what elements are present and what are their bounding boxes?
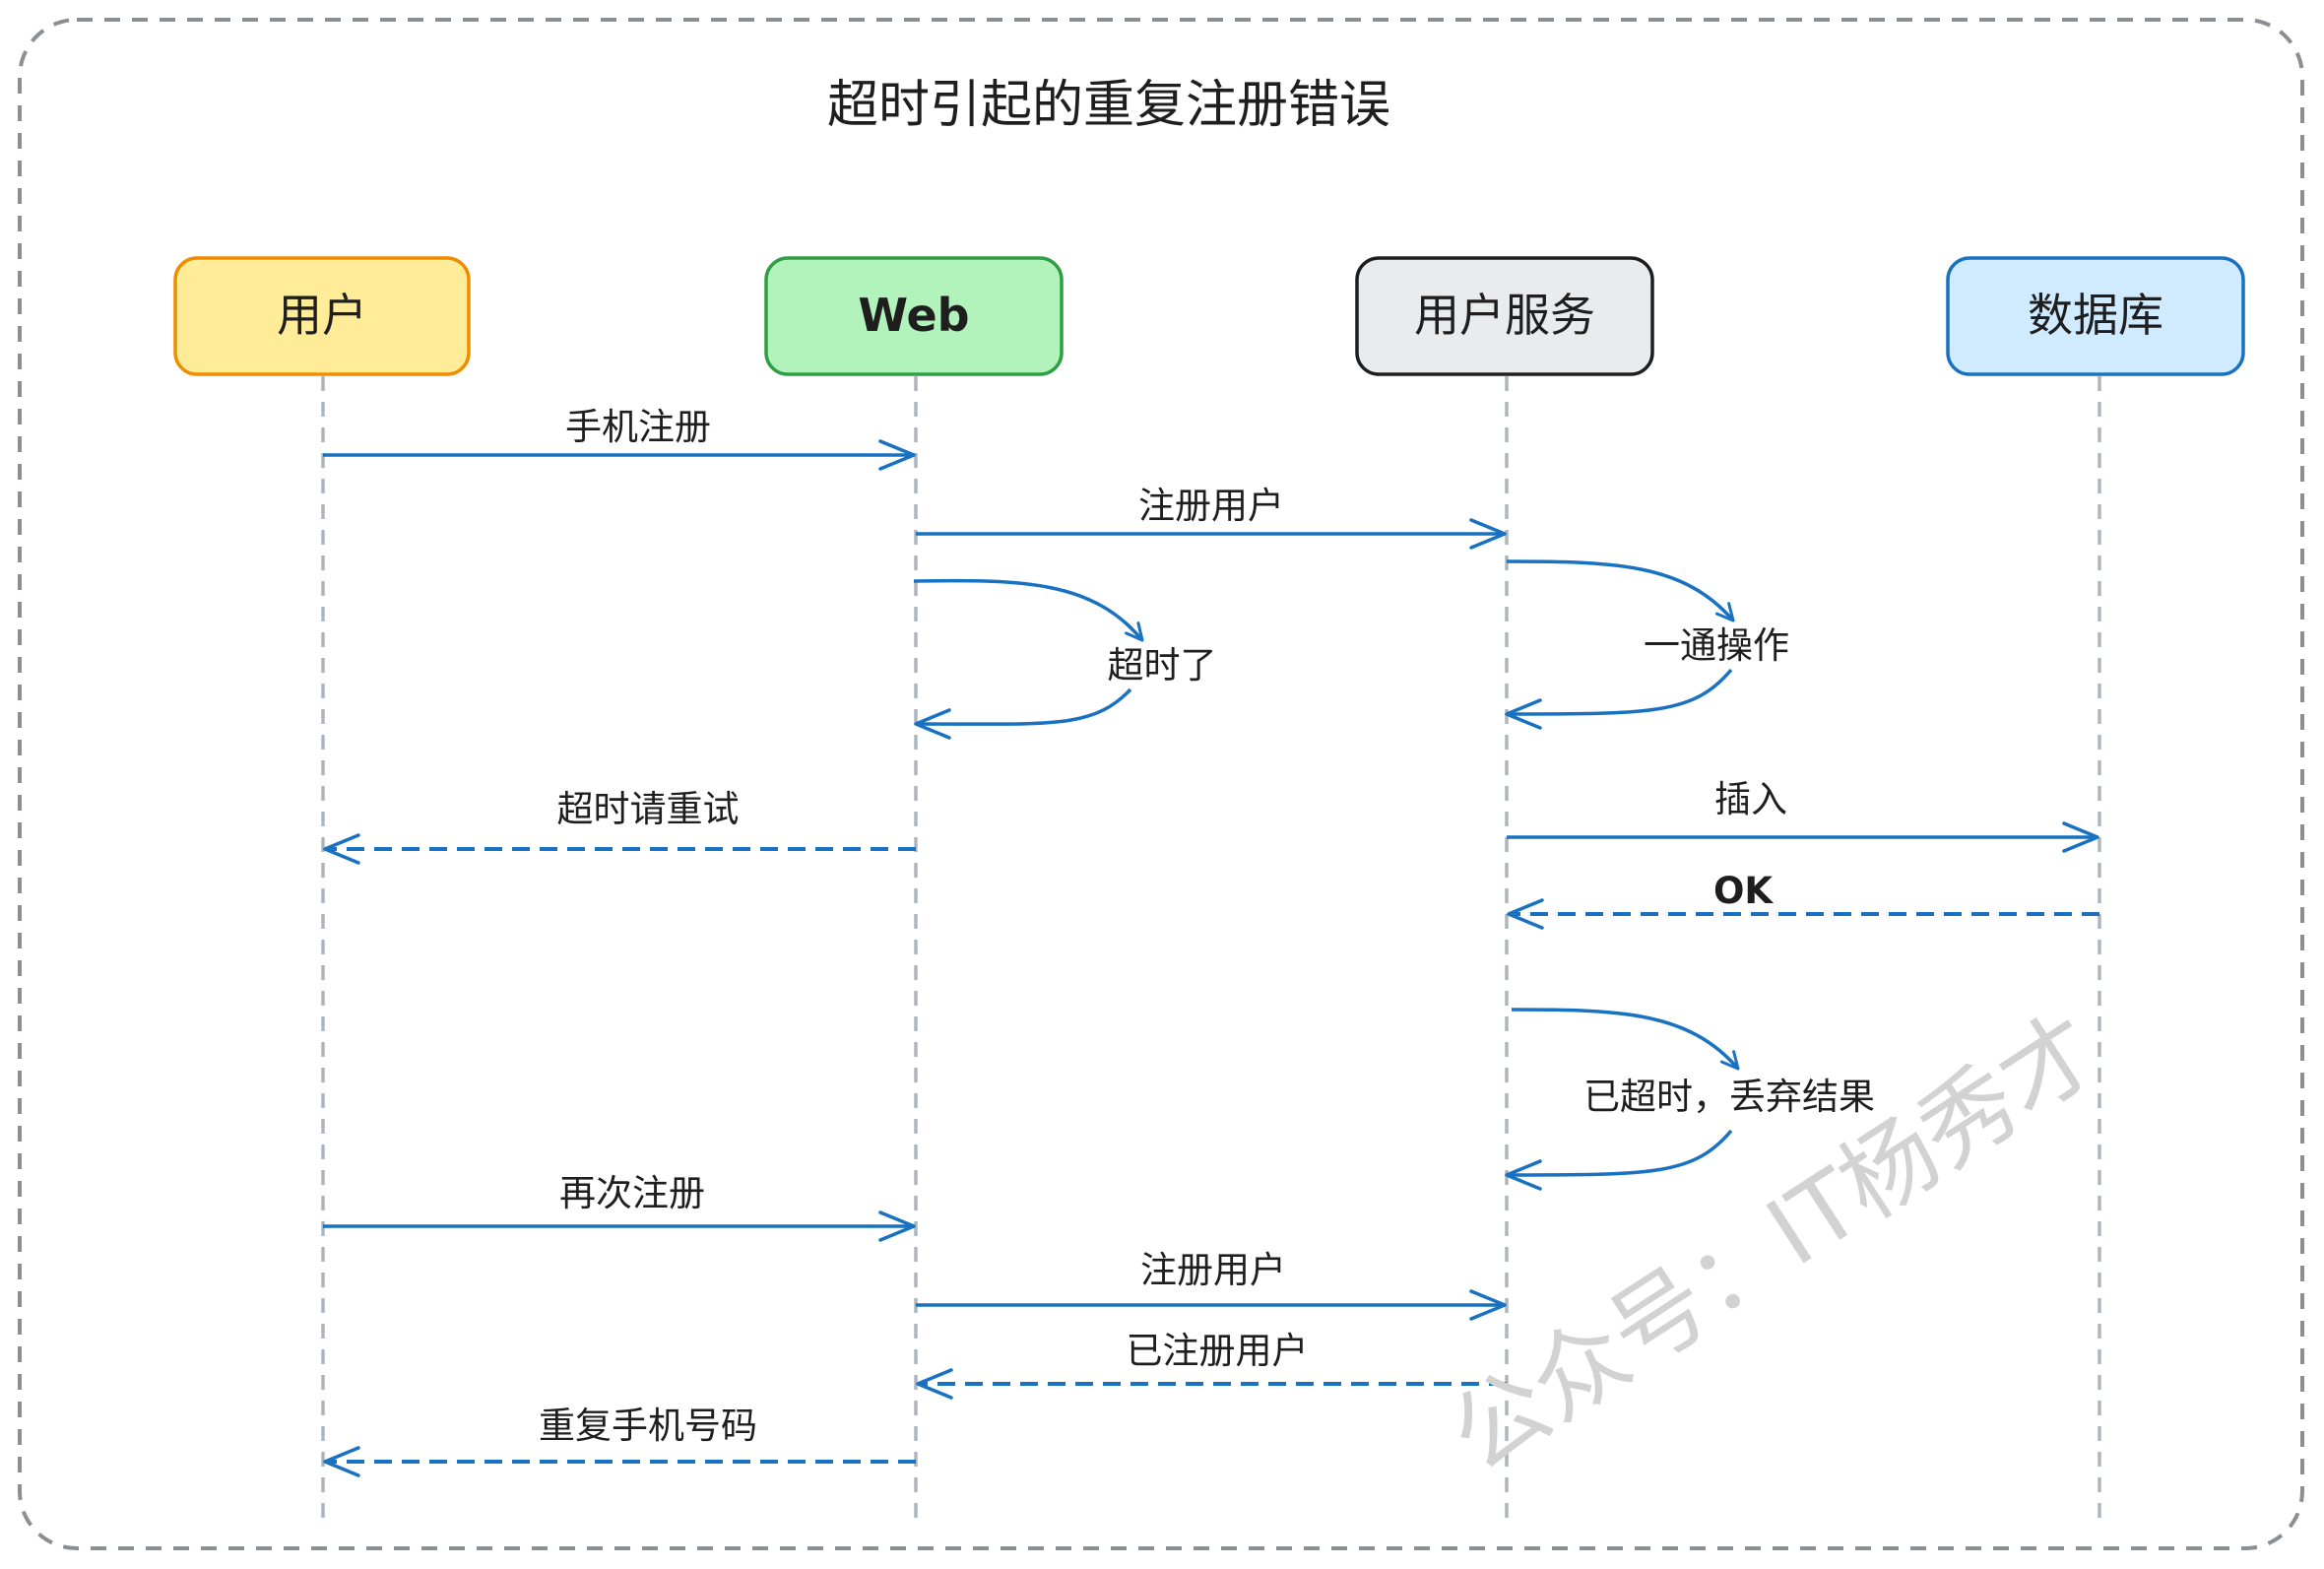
message-already-registered: 已注册用户	[916, 1330, 1507, 1400]
actor-service: 用户服务	[1355, 256, 1654, 376]
actor-box	[1946, 256, 2245, 376]
self-arrow-out	[1506, 559, 1735, 622]
actor-label: Web	[858, 289, 969, 342]
message-label: 已超时，丢弃结果	[1583, 1076, 1875, 1118]
message-label: 超时了	[1108, 644, 1217, 686]
actor-box	[1355, 256, 1654, 376]
message-label: 再次注册	[559, 1172, 705, 1214]
actor-box	[764, 256, 1064, 376]
actor-label: 数据库	[2028, 289, 2163, 342]
message-register-user-again: 注册用户	[916, 1249, 1507, 1321]
self-arrow-return	[1505, 668, 1733, 730]
actor-web: Web	[764, 256, 1064, 376]
message-label: 注册用户	[1138, 485, 1284, 527]
self-message-operation: 一通操作	[1505, 559, 1789, 730]
message-timeout-retry: 超时请重试	[323, 788, 916, 865]
diagram-frame	[18, 18, 2304, 1550]
actor-db: 数据库	[1946, 256, 2245, 376]
actor-user: 用户	[173, 256, 471, 376]
message-label: 注册用户	[1140, 1249, 1286, 1291]
message-phone-register: 手机注册	[323, 406, 916, 471]
diagram-title: 超时引起的重复注册错误	[827, 76, 1390, 135]
message-register-again: 再次注册	[323, 1172, 916, 1242]
self-message-timeout: 超时了	[913, 578, 1217, 740]
lifelines	[321, 376, 2101, 1522]
message-label: 超时请重试	[557, 788, 740, 830]
message-label: 手机注册	[565, 406, 711, 448]
self-arrow-return	[1505, 1129, 1733, 1191]
actor-label: 用户	[277, 289, 367, 342]
message-register-user: 注册用户	[916, 485, 1507, 550]
message-insert: 插入	[1507, 778, 2099, 853]
message-duplicate-phone: 重复手机号码	[323, 1405, 916, 1477]
message-label: 一通操作	[1644, 624, 1789, 667]
actor-box	[173, 256, 471, 376]
actor-label: 用户服务	[1414, 289, 1595, 342]
watermark: 公众号：IT杨秀才	[1431, 994, 2118, 1493]
self-arrow-out	[913, 578, 1144, 642]
message-ok: OK	[1507, 870, 2099, 930]
message-label: OK	[1713, 870, 1774, 912]
message-label: 插入	[1714, 778, 1787, 820]
message-label: 重复手机号码	[539, 1405, 757, 1447]
message-label: 已注册用户	[1127, 1330, 1309, 1372]
self-arrow-return	[914, 687, 1132, 740]
self-message-discard: 已超时，丢弃结果	[1505, 1008, 1875, 1191]
self-arrow-out	[1511, 1008, 1740, 1071]
